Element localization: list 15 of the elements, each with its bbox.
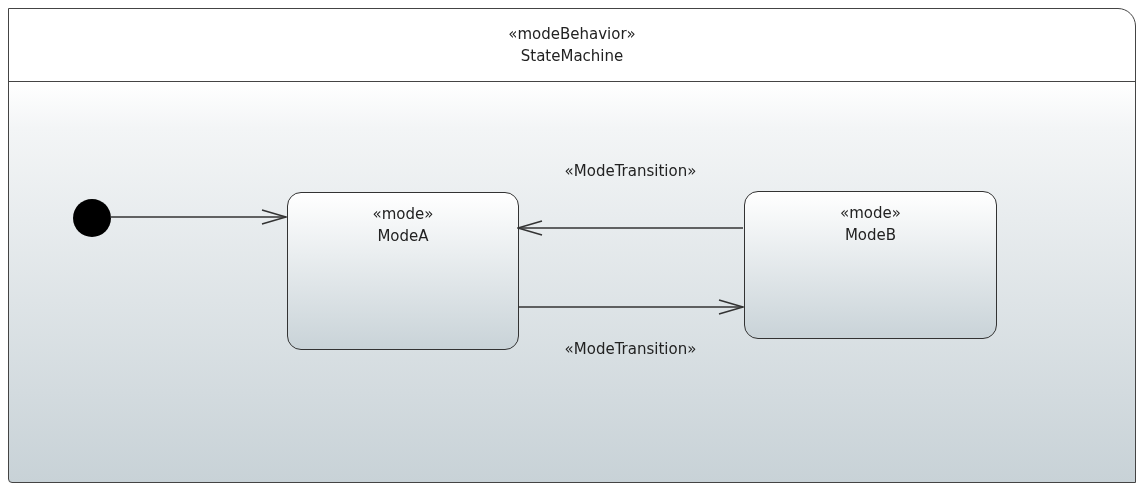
- initial-state-dot: [73, 199, 111, 237]
- transition-arrow: [517, 220, 744, 236]
- transition-arrow: [517, 299, 744, 315]
- state-box: [744, 191, 997, 339]
- state-box: [287, 192, 519, 350]
- state-name: ModeB: [844, 225, 897, 246]
- edge-label: «ModeTransition»: [564, 340, 697, 358]
- stereotype-label: «modeBehavior»: [508, 24, 636, 45]
- stereotype-label: «mode»: [372, 204, 434, 225]
- state-name: StateMachine: [520, 46, 624, 67]
- edge-label: «ModeTransition»: [564, 162, 697, 180]
- state-name: ModeA: [377, 226, 429, 247]
- state-machine-frame: [8, 8, 1136, 483]
- transition-arrow: [109, 209, 287, 225]
- stereotype-label: «mode»: [840, 203, 901, 224]
